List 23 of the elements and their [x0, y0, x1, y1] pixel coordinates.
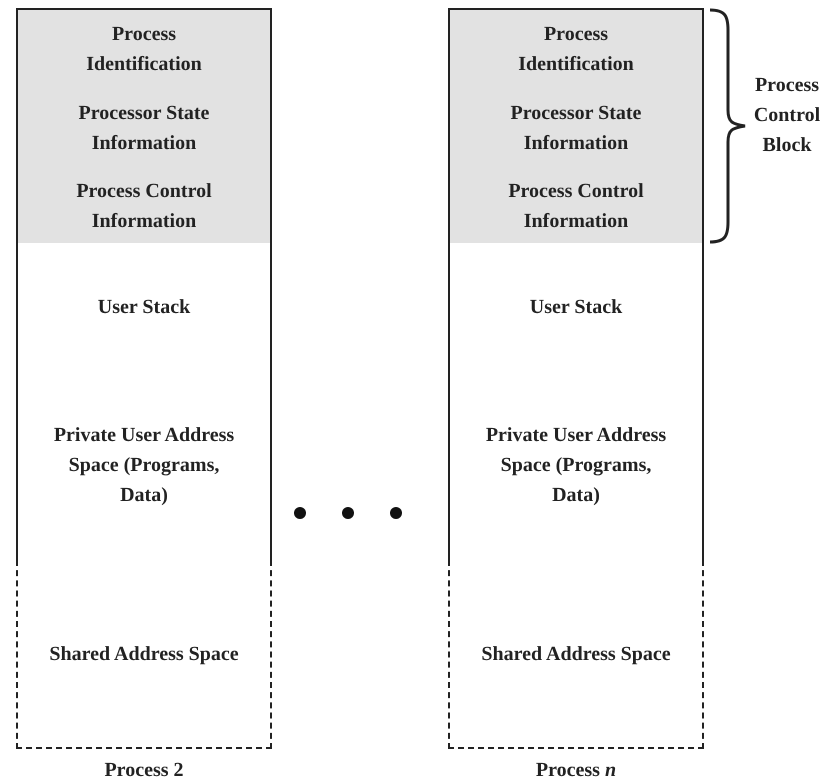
pcb-field-box [16, 168, 272, 245]
region-label: Process Identification [85, 22, 203, 77]
region-label: User Stack [530, 294, 622, 320]
region-label: Shared Address Space [49, 642, 239, 666]
memory-region-box [16, 243, 272, 372]
pcb-field-box [448, 8, 704, 90]
region-label: Private User Address Space (Programs, Data) [52, 423, 236, 508]
column-caption: Process 2 [103, 758, 185, 781]
region-label: Process Identification [517, 22, 635, 77]
pcb-field-box [448, 168, 704, 245]
region-label: Process Control Information [507, 178, 645, 234]
pcb-field-box [16, 8, 272, 90]
region-label: User Stack [98, 294, 190, 320]
region-label: Process Control Information [75, 178, 213, 234]
column-caption: Process n [534, 758, 618, 781]
memory-region-box [448, 560, 704, 749]
region-label: Processor State Information [78, 101, 210, 156]
memory-region-box [448, 243, 704, 372]
memory-region-box [16, 560, 272, 749]
region-label: Processor State Information [510, 101, 642, 156]
brace-label: Process Control Block [752, 73, 822, 158]
region-label: Private User Address Space (Programs, Data) [484, 423, 668, 508]
region-label: Shared Address Space [481, 642, 671, 666]
